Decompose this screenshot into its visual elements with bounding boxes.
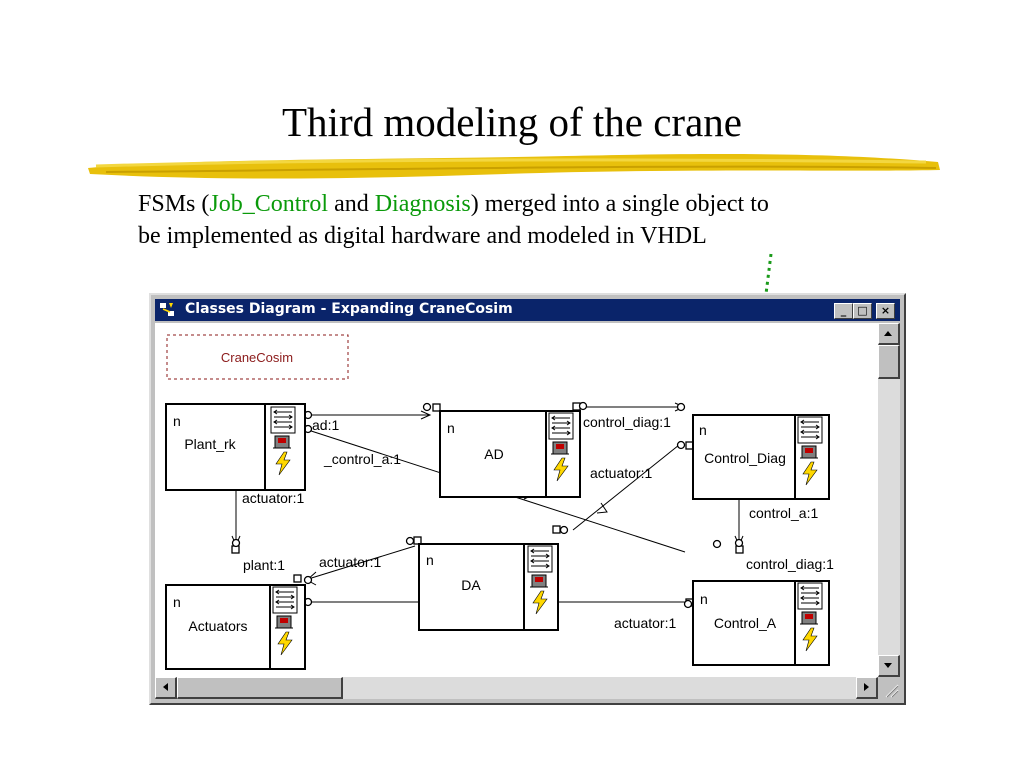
package-label: CraneCosim	[221, 350, 293, 365]
resize-grip-icon	[885, 684, 899, 698]
class-plant-rk[interactable]: n Plant_rk	[165, 403, 306, 491]
diagram-canvas[interactable]: CraneCosim	[155, 323, 878, 677]
svg-text:Control_A: Control_A	[714, 615, 777, 631]
svg-text:AD: AD	[484, 446, 503, 462]
svg-text:n: n	[173, 413, 181, 429]
arrow-left-icon	[163, 683, 168, 691]
class-control-a[interactable]: n Control_A	[692, 580, 830, 666]
label-actuator-1-plant: actuator:1	[242, 490, 304, 506]
svg-text:n: n	[447, 420, 455, 436]
scroll-left-button[interactable]	[155, 677, 177, 699]
job-control-term: Job_Control	[209, 191, 329, 217]
label-control-diag-1-ca: control_diag:1	[746, 556, 834, 572]
arrow-right-icon	[864, 683, 869, 691]
scroll-right-button[interactable]	[856, 677, 878, 699]
window-title: Classes Diagram - Expanding CraneCosim	[185, 301, 513, 317]
label-control-a-1-plant: _control_a:1	[323, 451, 401, 467]
slide-description: FSMs (Job_Control and Diagnosis) merged …	[138, 191, 769, 249]
scroll-up-button[interactable]	[878, 323, 900, 345]
svg-text:Plant_rk: Plant_rk	[184, 436, 236, 452]
scroll-down-button[interactable]	[878, 655, 900, 677]
svg-text:DA: DA	[461, 577, 481, 593]
resize-grip[interactable]	[878, 677, 900, 699]
svg-text:Actuators: Actuators	[188, 618, 247, 634]
class-diagram: CraneCosim	[165, 334, 834, 670]
close-button[interactable]: ×	[876, 303, 895, 319]
class-actuators[interactable]: n Actuators	[165, 584, 306, 670]
vertical-scrollbar[interactable]	[878, 323, 900, 677]
label-ad-1: ad:1	[312, 417, 339, 433]
vertical-scroll-thumb[interactable]	[878, 345, 900, 379]
label-actuator-1-diag: actuator:1	[590, 465, 652, 481]
label-control-a-1-diag: control_a:1	[749, 505, 818, 521]
window-titlebar[interactable]: Classes Diagram - Expanding CraneCosim _…	[155, 299, 900, 321]
maximize-button[interactable]: □	[853, 303, 872, 319]
arrow-up-icon	[884, 331, 892, 336]
svg-text:Control_Diag: Control_Diag	[704, 450, 786, 466]
highlighter-underline	[88, 154, 940, 179]
label-control-diag-1-ad: control_diag:1	[583, 414, 671, 430]
arrow-down-icon	[884, 663, 892, 668]
class-da[interactable]: n DA	[418, 543, 559, 631]
label-actuator-1-da: actuator:1	[319, 554, 381, 570]
label-plant-1: plant:1	[243, 557, 285, 573]
svg-text:n: n	[173, 594, 181, 610]
svg-text:n: n	[426, 552, 434, 568]
slide-title: Third modeling of the crane	[282, 99, 742, 145]
svg-text:n: n	[700, 591, 708, 607]
classes-diagram-window: Classes Diagram - Expanding CraneCosim _…	[149, 293, 906, 705]
horizontal-scrollbar[interactable]	[155, 677, 878, 699]
svg-text:n: n	[699, 422, 707, 438]
label-actuator-1-ca: actuator:1	[614, 615, 676, 631]
minimize-button[interactable]: _	[834, 303, 853, 319]
diagnosis-term: Diagnosis	[374, 191, 471, 217]
horizontal-scroll-thumb[interactable]	[177, 677, 343, 699]
diagram-app-icon	[158, 301, 176, 319]
package-cranecosim[interactable]	[166, 334, 349, 380]
class-control-diag[interactable]: n Control_Diag	[692, 414, 830, 500]
class-ad[interactable]: n AD	[439, 410, 581, 498]
